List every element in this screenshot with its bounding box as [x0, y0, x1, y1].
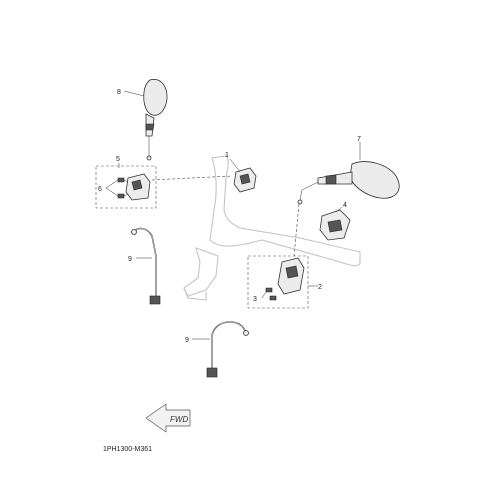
part-label-5: 5	[116, 156, 120, 163]
dash-line-7	[293, 203, 300, 257]
diagram-code: 1PH1300-M361	[103, 446, 152, 453]
switch-right-upper	[233, 167, 257, 193]
dash-line-1	[151, 175, 233, 181]
cable-lower	[206, 321, 249, 378]
switch-assembly-left	[95, 165, 157, 209]
fwd-label: FWD	[170, 415, 188, 424]
forward-arrow: FWD	[145, 403, 191, 433]
part-label-1: 1	[225, 152, 229, 159]
part-label-8: 8	[117, 89, 121, 96]
cable-upper	[131, 227, 161, 305]
part-label-7: 7	[357, 136, 361, 143]
part-label-4: 4	[343, 202, 347, 209]
leader-lines	[105, 90, 361, 340]
mirror-right	[297, 161, 400, 205]
switch-assembly-right	[247, 255, 309, 309]
part-label-6: 6	[98, 186, 102, 193]
switch-cover	[319, 209, 351, 241]
handlebar-outline	[183, 155, 361, 301]
part-label-3: 3	[253, 296, 257, 303]
part-label-9-lower: 9	[185, 337, 189, 344]
part-label-9-upper: 9	[128, 256, 132, 263]
part-label-2: 2	[318, 284, 322, 291]
mirror-left	[143, 78, 168, 161]
